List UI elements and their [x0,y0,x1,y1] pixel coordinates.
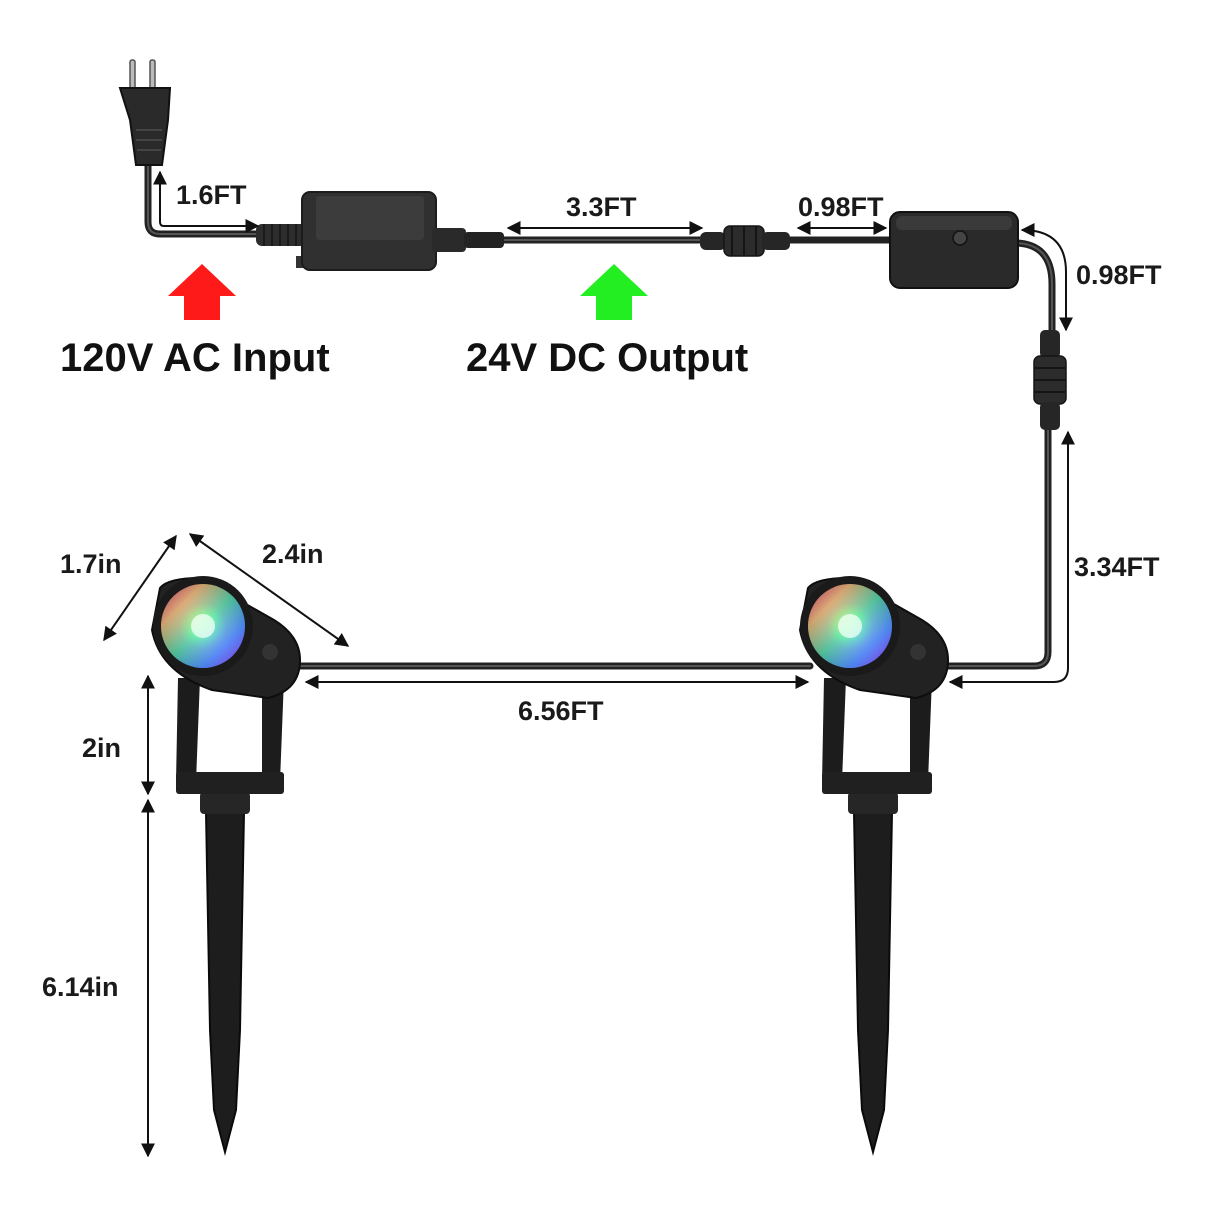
dimension-arrows [103,170,1075,1158]
spotlight-right [798,576,950,1156]
controller-output-length: 0.98FT [1076,260,1162,290]
output-up-arrow-icon [580,264,648,320]
light-feed-dimension [948,430,1075,689]
light-feed-length: 3.34FT [1074,552,1160,582]
controller-input-length: 0.98FT [798,192,884,222]
head-length-label: 2.4in [262,539,324,569]
stake-length-label: 6.14in [42,972,119,1002]
light-feed-cable [941,424,1052,670]
power-adapter [256,191,504,271]
ground-stake-left [204,811,246,1156]
output-cable-length: 3.3FT [566,192,637,222]
input-up-arrow-icon [168,264,236,320]
controller-button-icon [952,230,968,246]
bracket-height-label: 2in [82,733,122,763]
inline-connector-top [700,225,790,257]
head-diameter-dimension [103,534,177,642]
input-voltage-label: 120V AC Input [60,336,330,380]
ground-stake-right [852,811,894,1156]
spotlight-left [150,576,302,1156]
light-link-length: 6.56FT [518,696,604,726]
output-voltage-label: 24V DC Output [466,336,749,380]
controller-box [889,211,1019,289]
ac-plug [118,59,172,166]
inline-connector-right [1033,330,1067,430]
controller-output-dimension [1020,223,1073,332]
head-length-dimension [188,533,350,647]
plug-cord-length: 1.6FT [176,180,247,210]
plug-cord-dimension [153,170,260,233]
head-diameter-label: 1.7in [60,549,122,579]
